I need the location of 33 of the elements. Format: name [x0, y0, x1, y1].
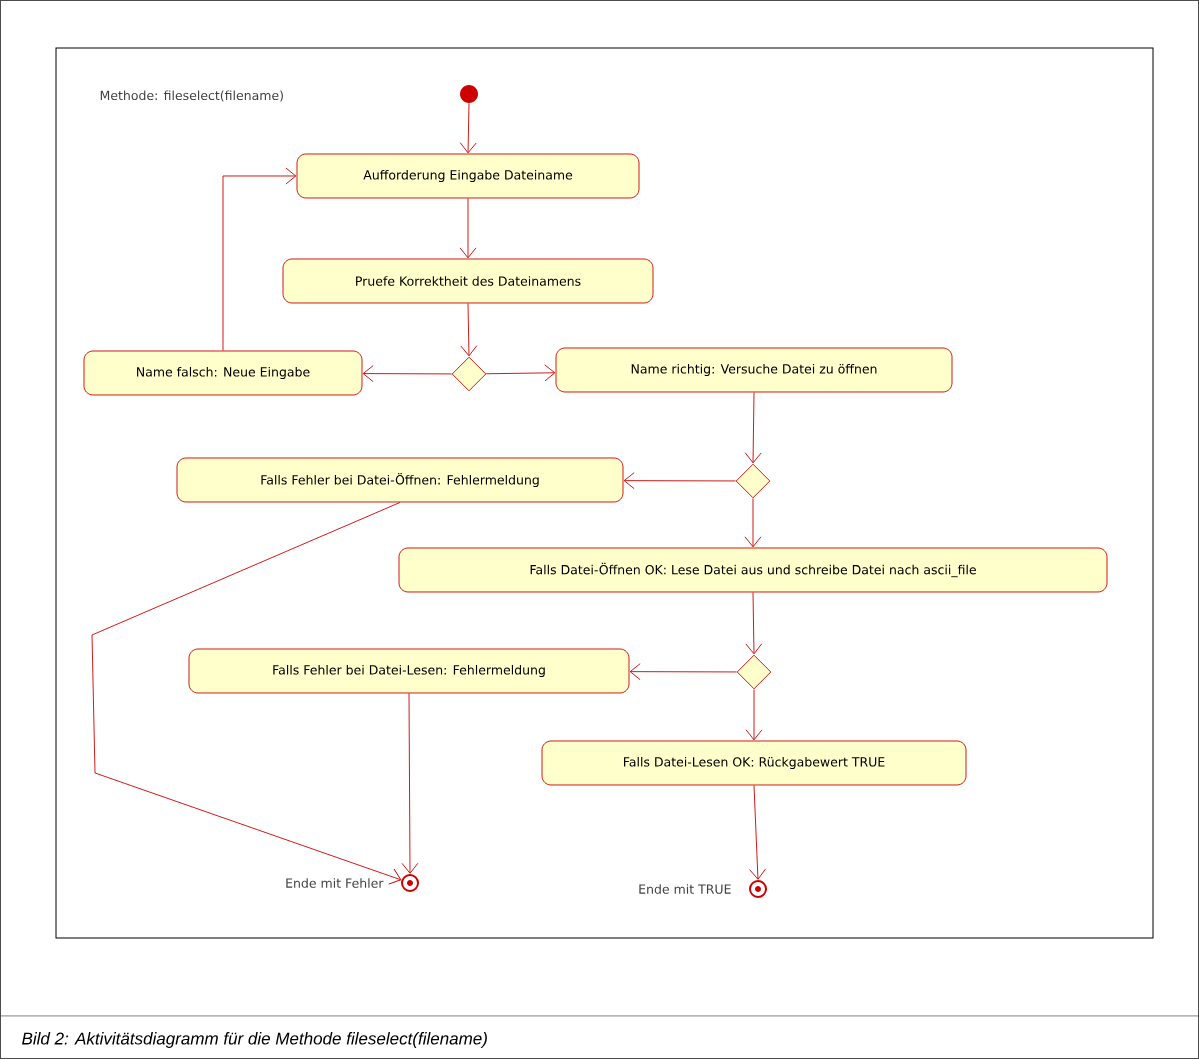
arrow: [459, 102, 477, 154]
arrow: [623, 472, 737, 490]
action-box: Name richtig: Versuche Datei zu öffnen: [555, 347, 953, 393]
arrow: [629, 663, 738, 681]
arrow: [749, 785, 766, 880]
action-box: Pruefe Korrektheit des Dateinamens: [282, 258, 654, 304]
action-box: Falls Datei-Lesen OK: Rückgabewert TRUE: [541, 740, 967, 786]
action-box: Falls Fehler bei Datei-Öffnen: Fehlermeldung: [176, 457, 624, 503]
action-box: Falls Fehler bei Datei-Lesen: Fehlermeldung: [188, 648, 630, 694]
arrow: [485, 364, 556, 382]
arrow: [222, 167, 297, 351]
decision-diamond: [735, 463, 771, 499]
arrow: [91, 502, 402, 885]
decision-diamond: [451, 356, 487, 392]
arrow: [459, 198, 477, 259]
end-label: Ende mit Fehler: [286, 878, 384, 888]
decision-diamond: [736, 654, 772, 690]
final-node: [401, 874, 419, 892]
arrow: [460, 303, 478, 357]
action-box: Name falsch: Neue Eingabe: [83, 350, 363, 396]
action-box: Aufforderung Eingabe Dateiname: [296, 153, 640, 199]
arrow: [362, 365, 453, 383]
action-box: Falls Datei-Öffnen OK: Lese Datei aus und schreibe Datei nach ascii_file: [398, 547, 1108, 593]
end-label: Ende mit TRUE: [639, 884, 731, 894]
caption: Bild 2: Aktivitätsdiagramm für die Methode fileselect(filename): [22, 1032, 487, 1048]
final-node: [749, 880, 767, 898]
arrow: [401, 693, 419, 874]
arrow: [744, 392, 762, 464]
arrow: [745, 689, 763, 741]
method-label: Methode: fileselect(filename): [100, 90, 283, 102]
arrow: [745, 592, 763, 655]
arrow: [744, 498, 762, 548]
start-node: [460, 85, 478, 103]
